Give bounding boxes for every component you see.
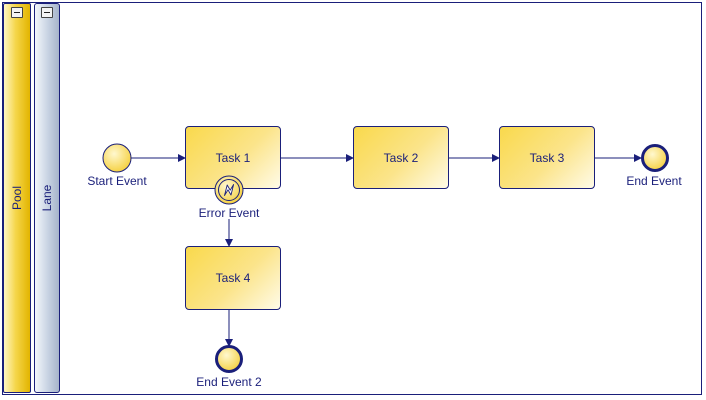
task-3[interactable]: Task 3: [499, 126, 595, 189]
task-1-label: Task 1: [215, 150, 251, 165]
task-4[interactable]: Task 4: [185, 246, 281, 310]
task-2[interactable]: Task 2: [353, 126, 449, 189]
end-event-2-label: End Event 2: [196, 375, 262, 389]
error-event-label: Error Event: [198, 206, 260, 220]
task-4-label: Task 4: [215, 271, 251, 285]
task-2-label: Task 2: [383, 150, 419, 165]
start-event-label: Start Event: [87, 174, 147, 188]
pool[interactable]: Pool: [3, 3, 31, 393]
task-3-label: Task 3: [529, 150, 565, 165]
start-event[interactable]: [102, 143, 132, 173]
lane[interactable]: Lane: [34, 3, 60, 393]
pool-collapse-icon[interactable]: [11, 7, 23, 18]
diagram-frame: [2, 2, 702, 395]
end-event[interactable]: [641, 144, 669, 172]
lightning-icon: [224, 184, 235, 196]
end-event-2[interactable]: [215, 345, 243, 373]
end-event-label: End Event: [626, 174, 682, 188]
error-event[interactable]: [214, 175, 244, 205]
lane-collapse-icon[interactable]: [41, 7, 53, 18]
